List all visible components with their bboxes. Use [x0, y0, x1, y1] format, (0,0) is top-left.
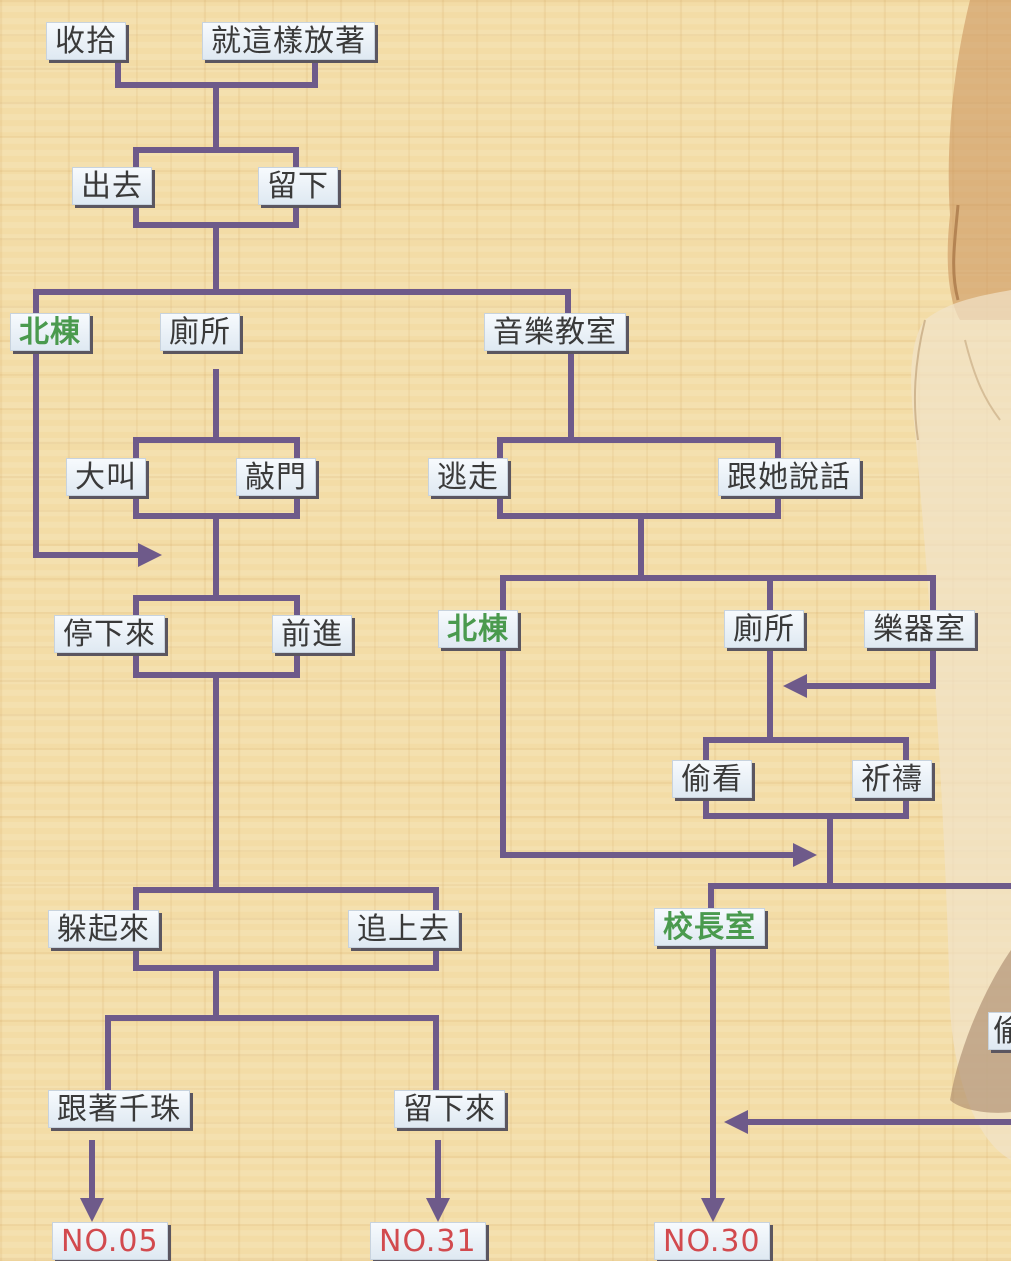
location-principal-office[interactable]: 校長室	[654, 908, 765, 946]
choice-shout[interactable]: 大叫	[66, 458, 146, 496]
choice-talk-to-her[interactable]: 跟她說話	[718, 458, 860, 496]
choice-knock[interactable]: 敲門	[236, 458, 316, 496]
ending-no31[interactable]: NO.31	[370, 1222, 486, 1260]
ending-no30[interactable]: NO.30	[654, 1222, 770, 1260]
choice-advance[interactable]: 前進	[272, 615, 352, 653]
choice-hide[interactable]: 躲起來	[48, 910, 159, 948]
location-restroom-2[interactable]: 廁所	[724, 610, 804, 648]
choice-stay[interactable]: 留下	[258, 167, 338, 205]
location-north-building-2[interactable]: 北棟	[438, 610, 518, 648]
choice-stop[interactable]: 停下來	[54, 615, 165, 653]
location-instrument-room[interactable]: 樂器室	[864, 610, 975, 648]
location-music-room[interactable]: 音樂教室	[484, 313, 626, 351]
choice-follow-chizu[interactable]: 跟著千珠	[48, 1090, 190, 1128]
ending-no05[interactable]: NO.05	[52, 1222, 168, 1260]
location-north-building[interactable]: 北棟	[10, 313, 90, 351]
choice-pray[interactable]: 祈禱	[852, 760, 932, 798]
choice-run-away[interactable]: 逃走	[428, 458, 508, 496]
choice-peek[interactable]: 偷看	[672, 760, 752, 798]
choice-go-out[interactable]: 出去	[72, 167, 152, 205]
choice-stay-behind[interactable]: 留下來	[394, 1090, 505, 1128]
choice-leave-as-is[interactable]: 就這樣放著	[202, 22, 375, 60]
choice-chase[interactable]: 追上去	[348, 910, 459, 948]
choice-clean-up[interactable]: 收拾	[46, 22, 126, 60]
choice-peek-partial[interactable]: 偷	[988, 1012, 1011, 1050]
location-restroom[interactable]: 廁所	[160, 313, 240, 351]
